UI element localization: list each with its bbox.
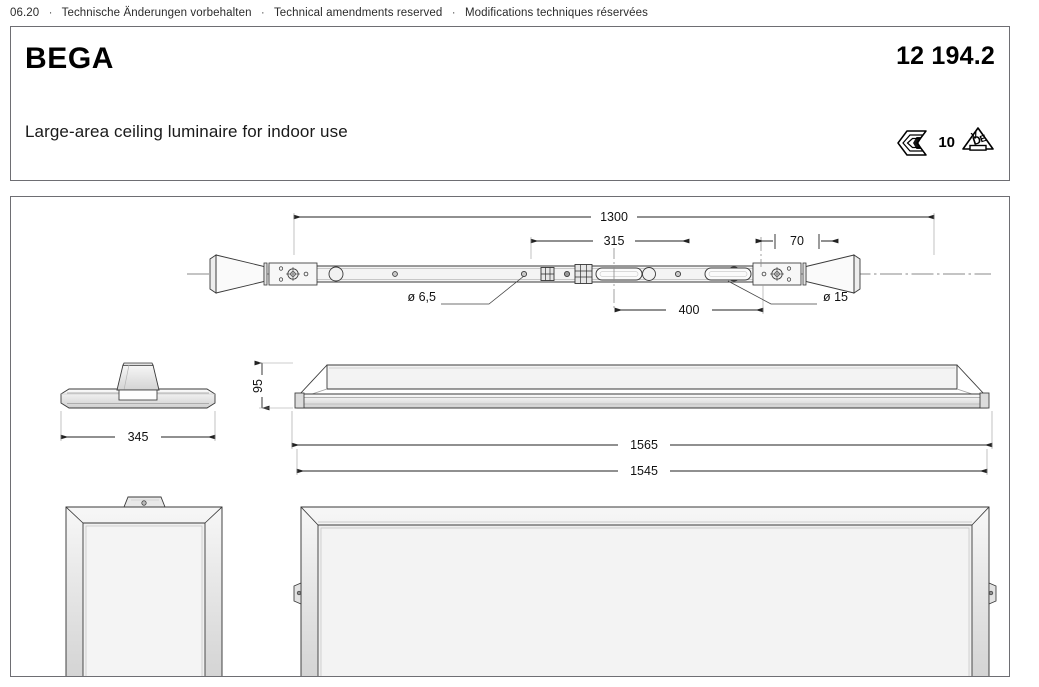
mounting-rail-top-view: 1300 315 70: [187, 209, 991, 317]
side-elevation-lower: [296, 393, 988, 409]
dimension-70-label: 70: [790, 234, 804, 248]
dimension-95-label: 95: [251, 379, 265, 393]
revision-code: 06.20: [10, 7, 40, 19]
dimension-1565-label: 1565: [630, 438, 658, 452]
callout-hole-6-5: ø 6,5: [408, 275, 525, 305]
technical-drawing-svg: 1300 315 70: [60, 209, 997, 676]
dimension-315-label: 315: [604, 234, 625, 248]
dimension-1565: 1565: [291, 411, 993, 452]
hole-6-5-right: [392, 271, 398, 277]
side-elevation-view: 95 1565 1545: [251, 360, 993, 478]
separator-dot-2: ·: [260, 7, 265, 19]
svg-text:D: D: [971, 134, 983, 148]
keyhole-slot-left: [595, 267, 643, 281]
ik-rating-value: 10: [938, 134, 955, 151]
bottom-plan-view: [293, 506, 997, 676]
pictogram-group: 10 D V E: [896, 125, 995, 160]
callout-hole-6-5-label: ø 6,5: [408, 290, 437, 304]
dimension-95: 95: [251, 360, 293, 411]
hole-6-5-mid: [674, 270, 682, 278]
dimension-345-label: 345: [128, 430, 149, 444]
end-elevation-view: [65, 496, 223, 676]
dimension-1545-label: 1545: [630, 464, 658, 478]
latch-right: [988, 582, 997, 605]
terminal-block-left: [540, 267, 555, 281]
notice-french: Modifications techniques réservées: [464, 7, 648, 19]
terminal-block-right: [574, 264, 593, 284]
svg-text:E: E: [979, 133, 988, 145]
end-section-bracket-base: [118, 389, 158, 401]
article-number: 12 194.2: [896, 42, 995, 70]
cable-entry-left: [328, 266, 344, 282]
separator-dot-3: ·: [451, 7, 456, 19]
dimension-1545: 1545: [296, 449, 988, 478]
product-description: Large-area ceiling luminaire for indoor …: [25, 122, 348, 141]
title-block: BEGA 12 194.2 Large-area ceiling luminai…: [10, 26, 1010, 181]
vde-mark-icon: D V E: [961, 125, 995, 160]
rail-end-cap-left: [215, 254, 265, 294]
brand-logo: BEGA: [25, 42, 115, 75]
latch-left: [293, 582, 302, 605]
technical-drawing-area: 1300 315 70: [10, 196, 1010, 677]
callout-hole-15-label: ø 15: [823, 290, 848, 304]
side-elevation-upper: [326, 364, 958, 390]
dimension-345: 345: [60, 411, 216, 444]
keyhole-slot-right: [704, 267, 752, 281]
callout-hole-15: ø 15: [727, 280, 848, 305]
notice-german: Technische Änderungen vorbehalten: [61, 7, 252, 19]
separator-dot-1: ·: [48, 7, 53, 19]
impact-resistance-ik-icon: 10: [896, 128, 955, 158]
end-section-view: 345: [60, 362, 216, 444]
dimension-1300-label: 1300: [600, 210, 628, 224]
dimension-400: 400: [614, 285, 764, 317]
dimension-315: 315: [530, 233, 690, 259]
dimension-1300: 1300: [293, 209, 935, 255]
svg-text:V: V: [970, 130, 980, 143]
end-section-bracket: [116, 364, 160, 391]
dimension-400-label: 400: [679, 303, 700, 317]
header-notice-line: 06.20 · Technische Änderungen vorbehalte…: [10, 7, 648, 19]
hole-6-5-left: [520, 270, 528, 278]
dimension-70: 70: [755, 234, 839, 249]
rail-end-cap-right: [805, 254, 855, 294]
notice-english: Technical amendments reserved: [273, 7, 443, 19]
